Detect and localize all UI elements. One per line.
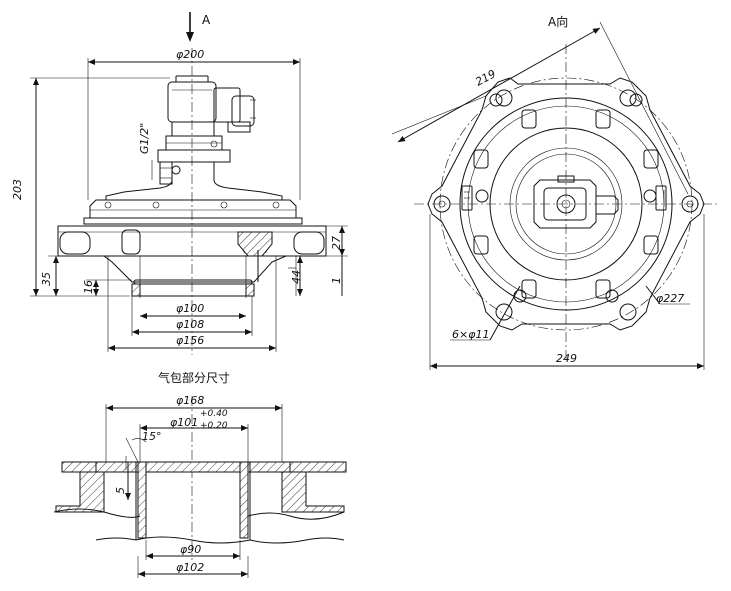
dim-d168: φ168 <box>176 394 204 407</box>
dim-d100: φ100 <box>176 302 204 315</box>
dim-d101-tol-up: +0.40 <box>200 409 228 419</box>
section-view-title: 气包部分尺寸 <box>158 370 230 385</box>
valve-cover <box>83 162 303 225</box>
dim-d1: 1 <box>330 277 343 284</box>
dim-d249: 249 <box>556 352 577 365</box>
dim-d16: 16 <box>82 280 95 294</box>
dim-d35: 35 <box>40 272 53 286</box>
valve-flange <box>57 225 327 257</box>
dim-d44: 44 <box>290 270 303 284</box>
dim-angle: 15° <box>142 430 162 443</box>
front-view: A φ200 203 <box>11 12 348 355</box>
dim-holes: 6×φ11 <box>452 328 489 341</box>
view-arrow: A <box>186 12 211 42</box>
dim-h203: 203 <box>11 179 24 200</box>
dim-d5: 5 <box>114 487 127 494</box>
dim-d101: φ101 <box>170 416 198 429</box>
dim-d219: 219 <box>473 67 498 88</box>
view-arrow-label: A <box>202 13 211 27</box>
dim-d101-tol-dn: +0.20 <box>200 421 228 431</box>
dim-d108: φ108 <box>176 318 204 331</box>
section-view: 气包部分尺寸 φ168 φ101 <box>53 370 347 578</box>
dim-thread: G1/2" <box>138 123 151 154</box>
valve-outlet <box>103 250 287 298</box>
dim-d27: 27 <box>330 236 343 250</box>
solenoid-top <box>533 175 619 229</box>
dim-d227: φ227 <box>656 292 684 305</box>
dim-d156: φ156 <box>176 334 204 347</box>
dim-d200: φ200 <box>176 48 204 61</box>
dim-d102: φ102 <box>176 561 204 574</box>
top-view-title: A向 <box>548 14 568 29</box>
dim-d90: φ90 <box>180 543 201 556</box>
top-view: A向 <box>391 14 718 370</box>
pilot-body <box>157 121 231 163</box>
solenoid-coil <box>167 75 256 133</box>
